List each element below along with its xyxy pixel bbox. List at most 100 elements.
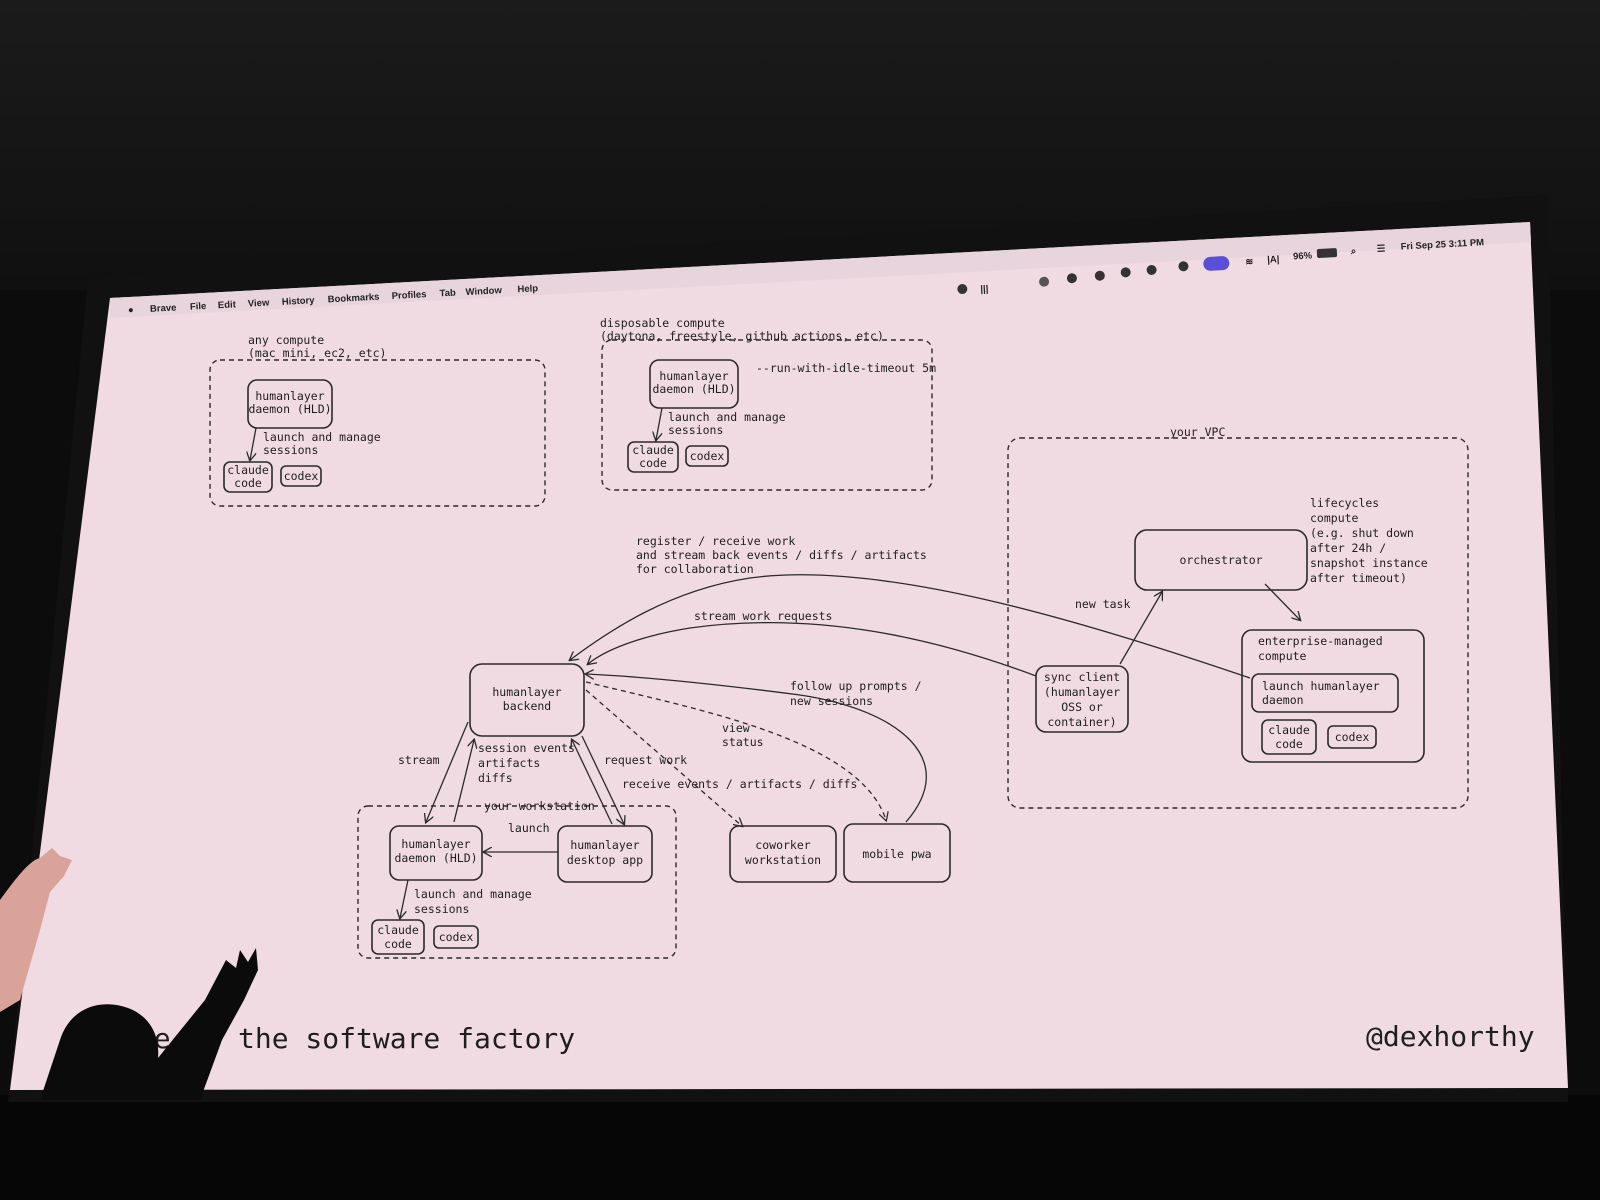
sync-client-label-2: (humanlayer: [1044, 685, 1120, 699]
workstation-launch-label-2: sessions: [414, 902, 469, 916]
menubar: [110, 222, 1531, 318]
any-compute-label-2: (mac mini, ec2, etc): [248, 346, 386, 360]
any-compute-launch-label-2: sessions: [263, 443, 318, 457]
register-label: register / receive work: [636, 534, 795, 548]
menu-view[interactable]: View: [248, 297, 271, 309]
menu-file[interactable]: File: [190, 301, 207, 313]
coworker-label: coworker: [755, 838, 810, 852]
sync-client-label-3: OSS or: [1061, 700, 1103, 714]
disposable-daemon-box: [649, 359, 739, 409]
bell-icon[interactable]: [1146, 264, 1157, 276]
target-icon[interactable]: [1066, 273, 1078, 284]
view-status-label: view: [722, 721, 750, 735]
workstation-daemon-label-2: daemon (HLD): [394, 851, 477, 865]
screen-surface: [10, 222, 1568, 1090]
speaker-silhouette: [40, 948, 258, 1100]
lifecycle-label-5: snapshot instance: [1310, 556, 1428, 570]
session-events-label: session events: [478, 741, 575, 755]
enterprise-codex-box: [1327, 725, 1377, 749]
enterprise-claude-label: claude: [1268, 723, 1310, 737]
workstation-claude-label: claude: [377, 923, 419, 937]
launch-daemon-label: launch humanlayer: [1262, 679, 1380, 693]
vpc-region: [1007, 437, 1469, 809]
coworker-arrow: [585, 689, 742, 826]
search-icon[interactable]: ⌕: [1350, 246, 1357, 257]
screen-share-icon[interactable]: [1203, 256, 1230, 271]
apple-menu-icon[interactable]: ●: [128, 305, 134, 316]
menu-history[interactable]: History: [282, 295, 316, 308]
disposable-daemon-label: humanlayer: [659, 369, 728, 383]
bars-icon[interactable]: |||: [980, 284, 989, 295]
status-icon[interactable]: [957, 284, 968, 295]
session-events-arrow: [453, 740, 474, 823]
extension-icon[interactable]: [1120, 267, 1131, 278]
any-compute-daemon-label: humanlayer: [255, 389, 324, 403]
any-compute-launch-label: launch and manage: [263, 430, 381, 444]
battery-percent: 96%: [1293, 250, 1313, 262]
disposable-codex-box: [685, 445, 729, 467]
orchestrator-box: [1134, 529, 1308, 591]
desktop-to-backend-arrow: [572, 740, 613, 825]
menu-bookmarks[interactable]: Bookmarks: [327, 292, 379, 306]
disposable-launch-label: launch and manage: [668, 410, 786, 424]
workstation-region: [357, 805, 677, 959]
stage-floor: [0, 1095, 1600, 1200]
dot-icon[interactable]: [1178, 261, 1189, 272]
enterprise-claude-box: [1261, 719, 1317, 755]
disposable-claude-label: claude: [632, 443, 674, 457]
lifecycle-label-3: (e.g. shut down: [1310, 526, 1414, 540]
any-compute-codex-box: [280, 465, 322, 487]
menu-edit[interactable]: Edit: [218, 299, 237, 311]
any-compute-daemon-label-2: daemon (HLD): [248, 402, 331, 416]
wifi-icon[interactable]: ≋: [1245, 257, 1254, 268]
desktop-app-box: [557, 825, 653, 883]
workstation-label: your workstation: [484, 799, 595, 813]
request-work-arrow: [581, 735, 624, 824]
new-task-label: new task: [1075, 597, 1130, 611]
lifecycle-label-6: after timeout): [1310, 571, 1407, 585]
status-icon-2[interactable]: [1039, 276, 1050, 287]
disposable-launch-arrow: [656, 407, 663, 440]
menu-tab[interactable]: Tab: [439, 288, 456, 300]
enterprise-claude-label-2: code: [1275, 737, 1303, 751]
register-label-3: for collaboration: [636, 562, 754, 576]
any-compute-label: any compute: [248, 333, 324, 347]
sync-client-label-4: container): [1047, 715, 1116, 729]
disposable-launch-label-2: sessions: [668, 423, 723, 437]
follow-up-arrow: [586, 674, 927, 823]
enterprise-label: enterprise-managed: [1258, 634, 1383, 648]
workstation-launch-arrow: [400, 879, 409, 918]
follow-up-label-2: new sessions: [790, 694, 873, 708]
speaker-hand: [0, 848, 72, 1012]
menu-profiles[interactable]: Profiles: [391, 289, 426, 302]
workstation-claude-box: [371, 919, 425, 955]
disposable-label-2: (daytona, freestyle, github actions, etc…: [600, 329, 884, 343]
mobile-pwa-box: [843, 823, 951, 883]
control-center-icon[interactable]: ☰: [1377, 243, 1387, 254]
any-compute-claude-label-2: code: [234, 476, 262, 490]
any-compute-daemon-box: [247, 379, 333, 429]
stream-requests-arrow: [588, 621, 1037, 677]
launch-daemon-box: [1251, 673, 1399, 713]
battery-icon[interactable]: [1316, 248, 1338, 259]
pocket-icon[interactable]: [1094, 270, 1106, 281]
lifecycle-label-4: after 24h /: [1310, 541, 1386, 555]
menu-help[interactable]: Help: [517, 283, 538, 295]
disposable-region: [601, 339, 933, 491]
menu-brave[interactable]: Brave: [150, 302, 177, 314]
launch-daemon-label-2: daemon: [1262, 693, 1304, 707]
any-compute-claude-box: [223, 461, 273, 493]
launch-label: launch: [508, 821, 550, 835]
chart-icon[interactable]: |A|: [1267, 254, 1280, 266]
session-events-label-3: diffs: [478, 771, 513, 785]
disposable-label: disposable compute: [600, 316, 725, 330]
new-task-arrow: [1119, 592, 1162, 665]
register-arrow: [570, 574, 1251, 679]
sync-client-label: sync client: [1044, 670, 1120, 684]
slide-footer-handle: @dexhorthy: [1366, 1020, 1535, 1053]
session-events-label-2: artifacts: [478, 756, 540, 770]
enterprise-label-2: compute: [1258, 649, 1307, 663]
any-compute-codex-label: codex: [284, 469, 319, 483]
menu-window[interactable]: Window: [465, 285, 502, 298]
